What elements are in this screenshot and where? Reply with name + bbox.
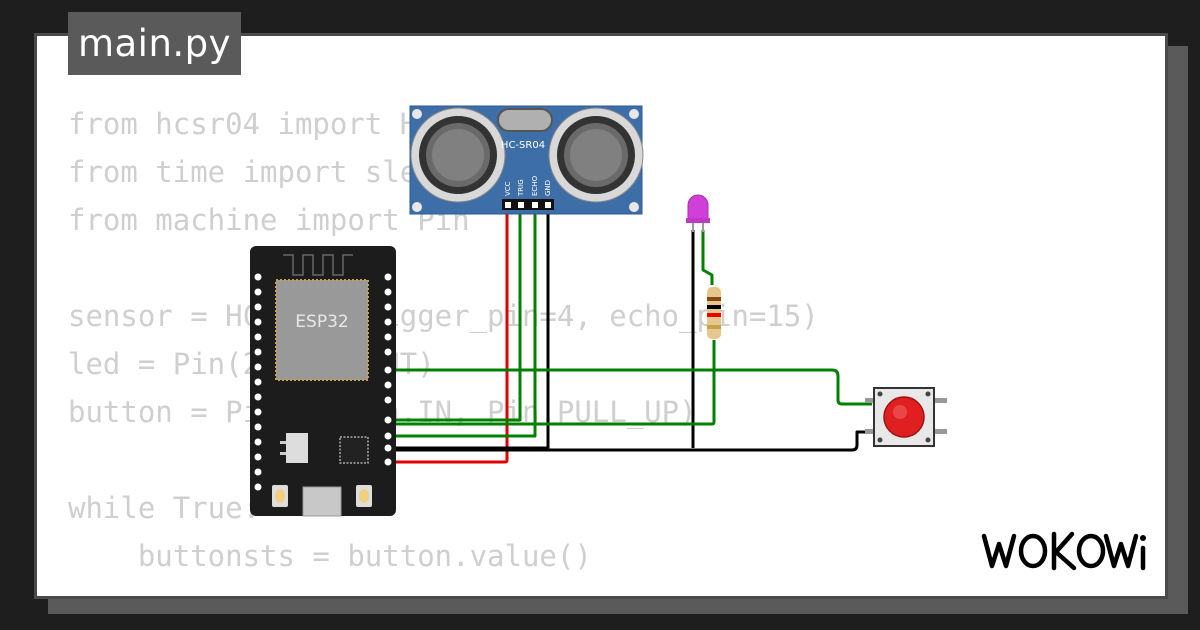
en-button[interactable] bbox=[356, 485, 372, 507]
code-line: while True: bbox=[68, 491, 261, 525]
wire-gnd-sensor[interactable] bbox=[388, 210, 550, 450]
led[interactable] bbox=[686, 194, 710, 232]
esp32-board[interactable]: ESP32 bbox=[250, 246, 396, 517]
sensor-label: HC-SR04 bbox=[501, 140, 545, 151]
transducer-right bbox=[548, 107, 644, 203]
pin-label-vcc: VCC bbox=[504, 181, 512, 196]
wire-button-gnd[interactable] bbox=[388, 430, 872, 452]
code-line: from machine import Pin bbox=[68, 203, 470, 237]
boot-button[interactable] bbox=[272, 485, 288, 507]
wire-echo[interactable] bbox=[388, 210, 537, 438]
wire-vcc[interactable] bbox=[388, 210, 509, 464]
resistor[interactable] bbox=[707, 287, 721, 339]
sensor-pin-labels: VCC TRIG ECHO GND bbox=[504, 175, 552, 197]
filename-tab[interactable]: main.py bbox=[68, 12, 241, 75]
pin-label-echo: ECHO bbox=[531, 175, 539, 196]
transducer-left bbox=[410, 107, 506, 203]
left-pin-row bbox=[254, 273, 262, 491]
code-line: buttonsts = button.value() bbox=[68, 539, 592, 573]
esp32-label: ESP32 bbox=[295, 312, 348, 332]
code-line: sensor = HCSR04(trigger_pin=4, echo_pin=… bbox=[68, 299, 819, 333]
usb-chip bbox=[339, 436, 369, 464]
right-pin-row bbox=[384, 273, 392, 466]
wire-resistor-gpio[interactable] bbox=[388, 340, 716, 426]
wokwi-logo bbox=[981, 531, 1146, 571]
wire-button-gpio[interactable] bbox=[388, 368, 872, 406]
wires bbox=[388, 210, 872, 464]
usb-port bbox=[302, 486, 342, 517]
ultrasonic-sensor[interactable]: HC-SR04 VCC TRIG ECHO GND bbox=[409, 105, 644, 215]
sensor-header bbox=[502, 199, 554, 210]
wire-trig[interactable] bbox=[388, 210, 522, 422]
wire-led-resistor[interactable] bbox=[701, 230, 714, 285]
pin-label-gnd: GND bbox=[544, 180, 552, 196]
push-button[interactable] bbox=[865, 387, 947, 447]
pin-label-trig: TRIG bbox=[517, 179, 525, 197]
voltage-regulator bbox=[280, 433, 308, 463]
